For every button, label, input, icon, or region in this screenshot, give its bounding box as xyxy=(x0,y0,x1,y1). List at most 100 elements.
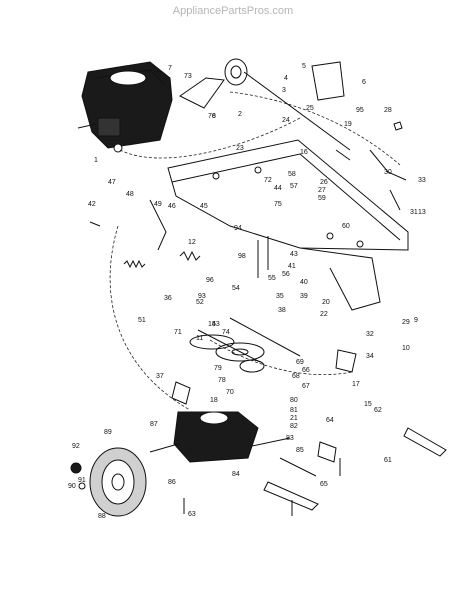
callout-96: 96 xyxy=(206,277,214,284)
callout-93: 93 xyxy=(198,293,206,300)
callout-63: 63 xyxy=(188,511,196,518)
callout-73: 73 xyxy=(184,73,192,80)
callout-77: 77 xyxy=(154,71,162,78)
watermark: AppliancePartsPros.com xyxy=(173,5,293,17)
callout-10: 10 xyxy=(402,345,410,352)
callout-60: 60 xyxy=(342,223,350,230)
callout-13: 13 xyxy=(418,209,426,216)
callout-91: 91 xyxy=(78,477,86,484)
callout-84: 84 xyxy=(232,471,240,478)
callout-65: 65 xyxy=(320,481,328,488)
callout-57: 57 xyxy=(290,183,298,190)
callout-18: 18 xyxy=(210,397,218,404)
callout-34: 34 xyxy=(366,353,374,360)
callout-11: 11 xyxy=(196,335,203,342)
callout-98: 98 xyxy=(238,253,246,260)
callout-24: 24 xyxy=(282,117,290,124)
callout-5: 5 xyxy=(302,63,306,70)
callout-29: 29 xyxy=(402,319,410,326)
callout-19: 19 xyxy=(344,121,352,128)
callout-46: 46 xyxy=(168,203,176,210)
callout-35: 35 xyxy=(276,293,284,300)
callout-56: 56 xyxy=(282,271,290,278)
callout-61: 61 xyxy=(384,457,392,464)
callout-94: 94 xyxy=(234,225,242,232)
callout-25: 25 xyxy=(306,105,314,112)
callout-88: 88 xyxy=(98,513,106,520)
callout-72: 72 xyxy=(264,177,272,184)
callout-64: 64 xyxy=(326,417,334,424)
callout-36: 36 xyxy=(164,295,172,302)
callout-71: 71 xyxy=(174,329,182,336)
callout-33: 33 xyxy=(418,177,426,184)
heat-shield xyxy=(311,61,345,101)
callout-95: 95 xyxy=(356,107,364,114)
callout-58: 58 xyxy=(288,171,296,178)
callout-76: 76 xyxy=(208,113,216,120)
callout-78: 78 xyxy=(218,377,226,384)
callout-16: 16 xyxy=(300,149,308,156)
callout-68: 68 xyxy=(292,373,300,380)
callout-15: 15 xyxy=(364,401,372,408)
callout-22: 22 xyxy=(320,311,328,318)
callout-44: 44 xyxy=(274,185,282,192)
callout-85: 85 xyxy=(296,447,304,454)
callout-70: 70 xyxy=(226,389,234,396)
callout-4: 4 xyxy=(284,75,288,82)
callout-74: 74 xyxy=(222,329,230,336)
callout-51: 51 xyxy=(138,317,146,324)
callout-23: 23 xyxy=(236,145,244,152)
callout-82: 82 xyxy=(290,423,298,430)
callout-1: 1 xyxy=(94,157,98,164)
callout-26: 26 xyxy=(320,179,328,186)
callout-42: 42 xyxy=(88,201,96,208)
callout-28: 28 xyxy=(384,107,392,114)
callout-6: 6 xyxy=(362,79,366,86)
callout-12: 12 xyxy=(188,239,196,246)
callout-17: 17 xyxy=(352,381,360,388)
callout-86: 86 xyxy=(168,479,176,486)
callout-37: 37 xyxy=(156,373,164,380)
callout-14: 14 xyxy=(208,321,216,328)
callout-89: 89 xyxy=(104,429,112,436)
callout-27: 27 xyxy=(318,187,326,194)
callout-59: 59 xyxy=(318,195,326,202)
callout-2: 2 xyxy=(238,111,242,118)
callout-3: 3 xyxy=(282,87,286,94)
callout-80: 80 xyxy=(290,397,298,404)
callout-21: 21 xyxy=(290,415,298,422)
callout-66: 66 xyxy=(302,367,310,374)
callout-39: 39 xyxy=(300,293,308,300)
engine-assembly xyxy=(77,61,173,153)
callout-55: 55 xyxy=(268,275,276,282)
callout-47: 47 xyxy=(108,179,116,186)
callout-31: 31 xyxy=(410,209,418,216)
callout-38: 38 xyxy=(278,307,286,314)
callout-79: 79 xyxy=(214,365,222,372)
frame-assembly xyxy=(167,139,409,311)
callout-30: 30 xyxy=(384,169,392,176)
brackets xyxy=(171,349,447,511)
callout-labels: 1234567891011121314151617181920212223242… xyxy=(68,63,426,520)
callout-9: 9 xyxy=(414,317,418,324)
callout-45: 45 xyxy=(200,203,208,210)
callout-62: 62 xyxy=(374,407,382,414)
callout-69: 69 xyxy=(296,359,304,366)
callout-90: 90 xyxy=(68,483,76,490)
callout-49: 49 xyxy=(154,201,162,208)
callout-41: 41 xyxy=(288,263,296,270)
callout-32: 32 xyxy=(366,331,374,338)
callout-83: 83 xyxy=(286,435,294,442)
callout-8: 8 xyxy=(212,113,216,120)
callout-48: 48 xyxy=(126,191,134,198)
muffler-assembly xyxy=(179,58,248,109)
callout-40: 40 xyxy=(300,279,308,286)
callout-87: 87 xyxy=(150,421,158,428)
callout-7: 7 xyxy=(168,65,172,72)
linkage-rods xyxy=(149,71,407,357)
callout-20: 20 xyxy=(322,299,330,306)
callout-54: 54 xyxy=(232,285,240,292)
belt-routes xyxy=(109,91,401,411)
callout-92: 92 xyxy=(72,443,80,450)
